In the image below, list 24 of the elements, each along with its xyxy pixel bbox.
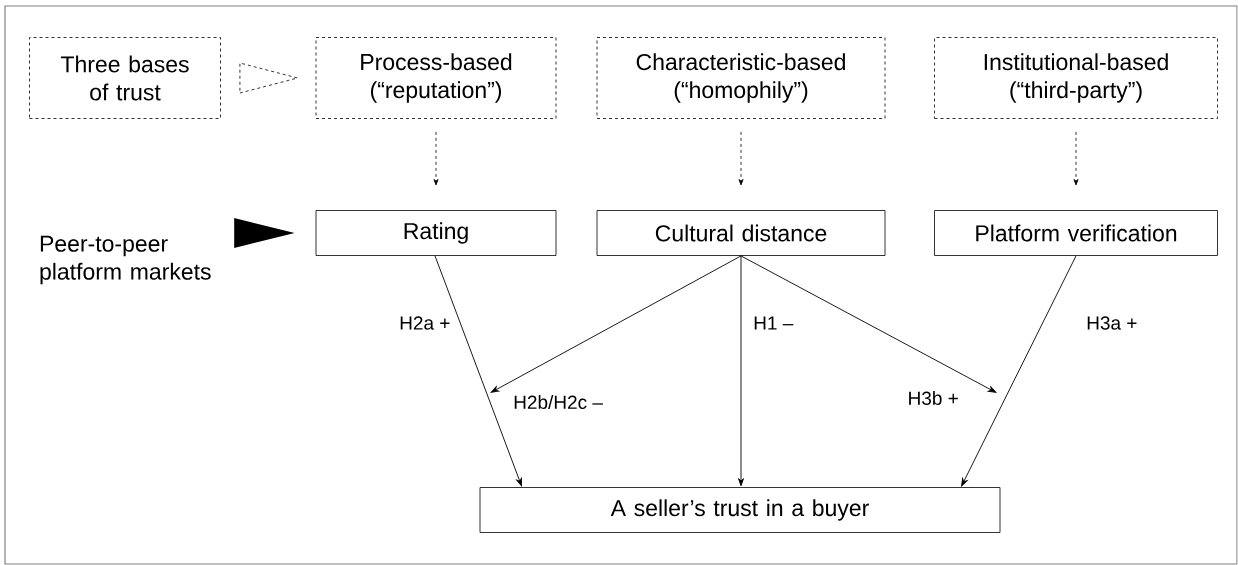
edge-label: H3b +: [906, 390, 960, 406]
dashed-box: Institutional-based (“third-party”): [934, 37, 1218, 119]
edge-label: H3a +: [1085, 315, 1139, 331]
process-box: Platform verification: [934, 210, 1218, 256]
arrow: [738, 255, 744, 487]
dashed-box: Characteristic-based (“homophily”): [596, 37, 886, 119]
arrow: [239, 62, 298, 94]
process-box: Rating: [315, 210, 557, 256]
arrow: [433, 131, 439, 186]
arrow: [434, 255, 522, 487]
arrow: [740, 255, 997, 393]
arrow: [490, 255, 742, 393]
arrow: [738, 131, 744, 186]
edge-label: H2b/H2c –: [512, 394, 604, 410]
arrow: [234, 218, 295, 248]
edge-label: H2a +: [398, 315, 452, 331]
side-text: Peer-to-peer platform markets: [40, 235, 211, 285]
dashed-box: Three bases of trust: [29, 37, 221, 119]
process-box: Cultural distance: [596, 210, 886, 256]
dashed-box: Process-based (“reputation”): [315, 37, 557, 119]
process-box: A seller’s trust in a buyer: [479, 487, 1001, 533]
arrow: [1073, 131, 1079, 186]
edge-label: H1 –: [752, 315, 795, 331]
arrow: [961, 255, 1077, 487]
